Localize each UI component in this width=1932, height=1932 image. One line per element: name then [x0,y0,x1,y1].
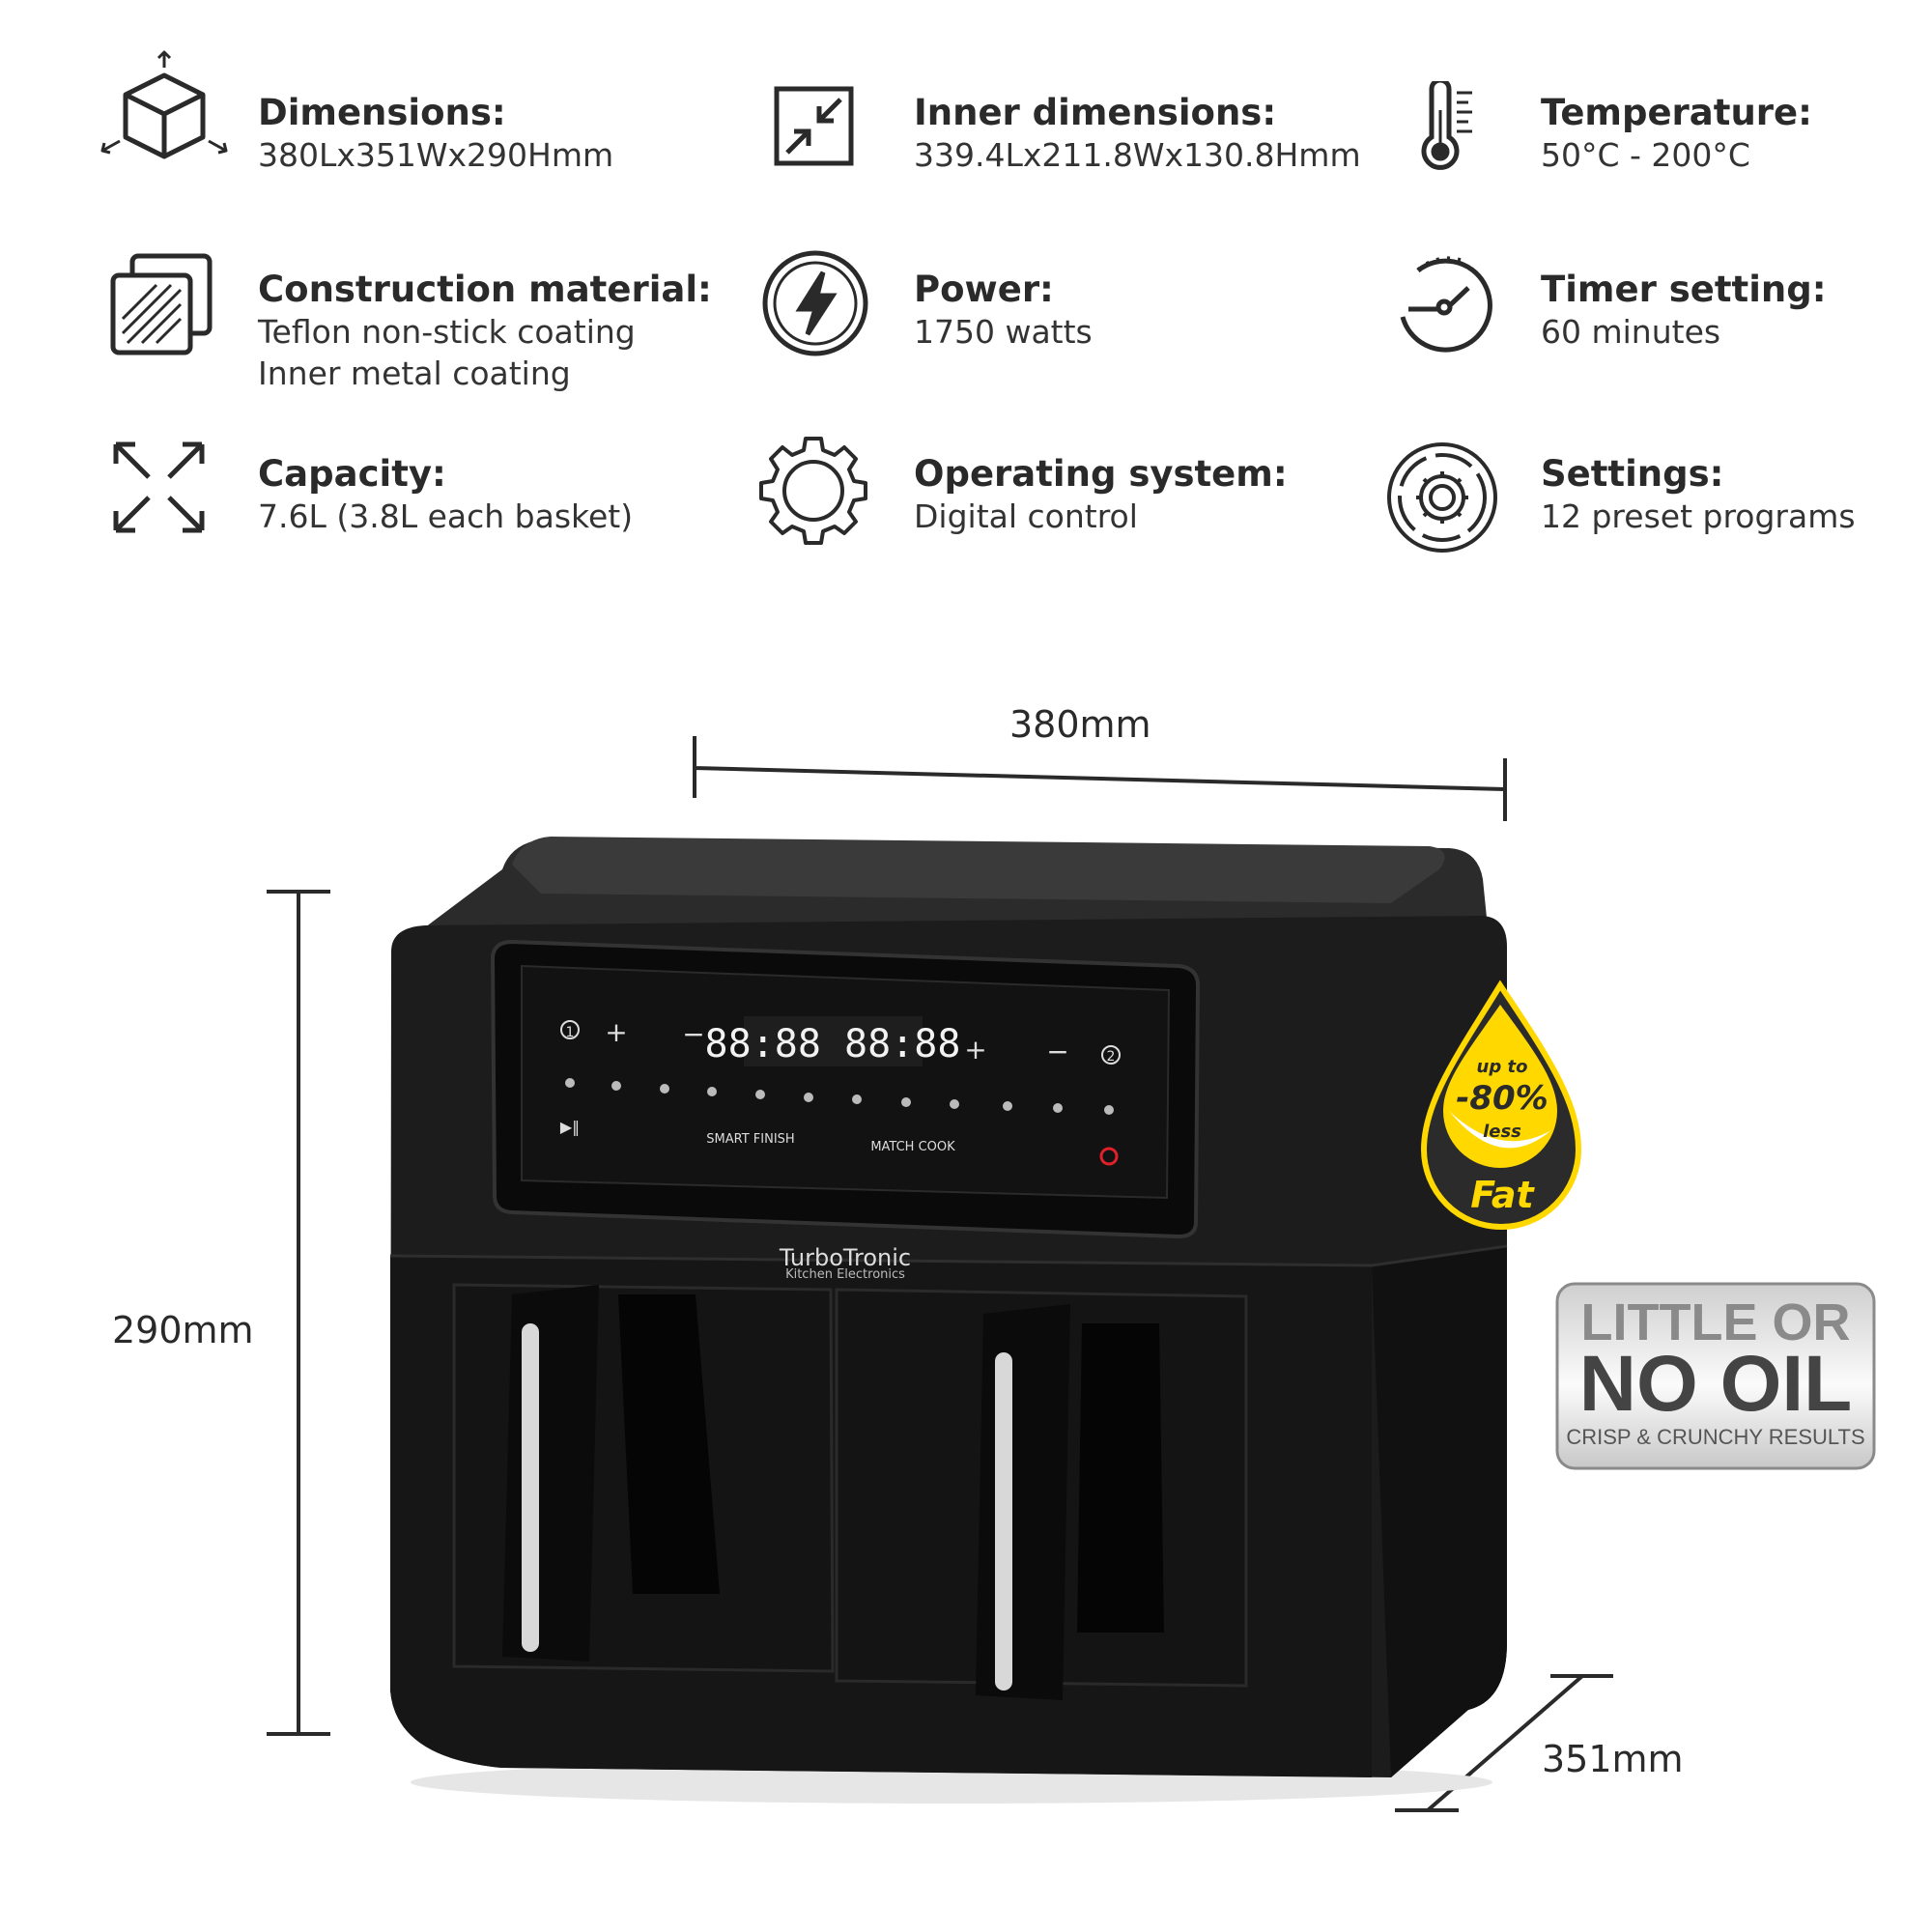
zone2-label: 2 [1107,1049,1116,1065]
spec-value: Digital control [914,497,1138,535]
fat-badge-fat: Fat [1470,1174,1535,1216]
spec-title: Power: [914,269,1054,310]
thermometer-icon [1421,81,1472,170]
brand-name: TurboTronic [779,1244,911,1271]
cube-dimensions-icon [100,50,228,159]
little-or-no-oil-badge: LITTLE OR NO OIL CRISP & CRUNCHY RESULTS [1555,1282,1876,1470]
play-pause-button[interactable]: ▶‖ [560,1118,580,1136]
spec-title: Dimensions: [258,92,506,133]
inward-arrows-icon [774,86,854,166]
handle-right[interactable] [976,1304,1070,1700]
air-fryer: 88:88 88:88 1 + − + − 2 ▶‖ SMART FINISH … [389,837,1508,1804]
oil-badge-line2: NO OIL [1579,1340,1852,1428]
length-dimension-line [693,736,1507,821]
temp-plus-button[interactable]: + [605,1016,627,1048]
spec-title: Operating system: [914,453,1288,495]
spec-operating-system: Operating system: Digital control [914,453,1288,537]
spec-construction-material: Construction material: Teflon non-stick … [258,269,712,394]
match-cook-label[interactable]: MATCH COOK [870,1140,955,1154]
spec-value: 60 minutes [1541,313,1721,351]
spec-value: 50°C - 200°C [1541,136,1750,174]
width-label: 351mm [1542,1738,1684,1780]
spec-temperature: Temperature: 50°C - 200°C [1541,92,1812,176]
handle-left[interactable] [502,1285,599,1662]
spec-settings: Settings: 12 preset programs [1541,453,1856,537]
length-label: 380mm [1009,703,1151,746]
spec-inner-dimensions: Inner dimensions: 339.4Lx211.8Wx130.8Hmm [914,92,1361,176]
smart-finish-label[interactable]: SMART FINISH [706,1132,794,1147]
temp-minus-button[interactable]: − [682,1018,704,1050]
expand-arrows-icon [113,441,205,533]
less-fat-badge: up to -80% less Fat [1420,980,1582,1230]
oil-badge-line1: LITTLE OR [1581,1293,1851,1351]
spec-title: Timer setting: [1541,269,1827,310]
preset-program-icons[interactable] [565,1078,1114,1115]
spec-value: 1750 watts [914,313,1093,351]
oil-badge-line3: CRISP & CRUNCHY RESULTS [1566,1425,1864,1449]
zone1-button[interactable] [560,1020,580,1039]
time-minus-button[interactable]: − [1046,1036,1068,1067]
spec-value: Teflon non-stick coating [258,313,636,351]
timer-display [744,1016,923,1066]
spec-title: Construction material: [258,269,712,310]
timer-display-text: 88:88 88:88 [705,1022,961,1066]
zone2-button[interactable] [1101,1045,1121,1065]
spec-value: 7.6L (3.8L each basket) [258,497,634,535]
zone1-label: 1 [566,1025,575,1040]
height-label: 290mm [112,1309,254,1351]
time-plus-button[interactable]: + [964,1034,986,1065]
timer-icon [1400,256,1492,353]
spec-value: 339.4Lx211.8Wx130.8Hmm [914,136,1361,174]
settings-cycle-icon [1387,442,1497,553]
spec-capacity: Capacity: 7.6L (3.8L each basket) [258,453,633,537]
lightning-icon [762,250,868,356]
spec-title: Capacity: [258,453,446,495]
power-button-icon[interactable] [1099,1147,1119,1166]
spec-value: 380Lx351Wx290Hmm [258,136,614,174]
spec-dimensions: Dimensions: 380Lx351Wx290Hmm [258,92,613,176]
gear-icon [759,437,867,545]
fat-badge-line3: less [1483,1122,1521,1142]
spec-value: 12 preset programs [1541,497,1856,535]
spec-power: Power: 1750 watts [914,269,1093,353]
height-dimension-line [267,890,330,1736]
spec-title: Temperature: [1541,92,1812,133]
brand-tagline: Kitchen Electronics [785,1267,905,1282]
spec-title: Inner dimensions: [914,92,1277,133]
spec-title: Settings: [1541,453,1724,495]
spec-value: Inner metal coating [258,355,571,392]
fat-badge-percent: -80% [1456,1079,1548,1118]
layers-icon [110,253,213,355]
spec-timer: Timer setting: 60 minutes [1541,269,1827,353]
fat-badge-line1: up to [1477,1057,1528,1077]
